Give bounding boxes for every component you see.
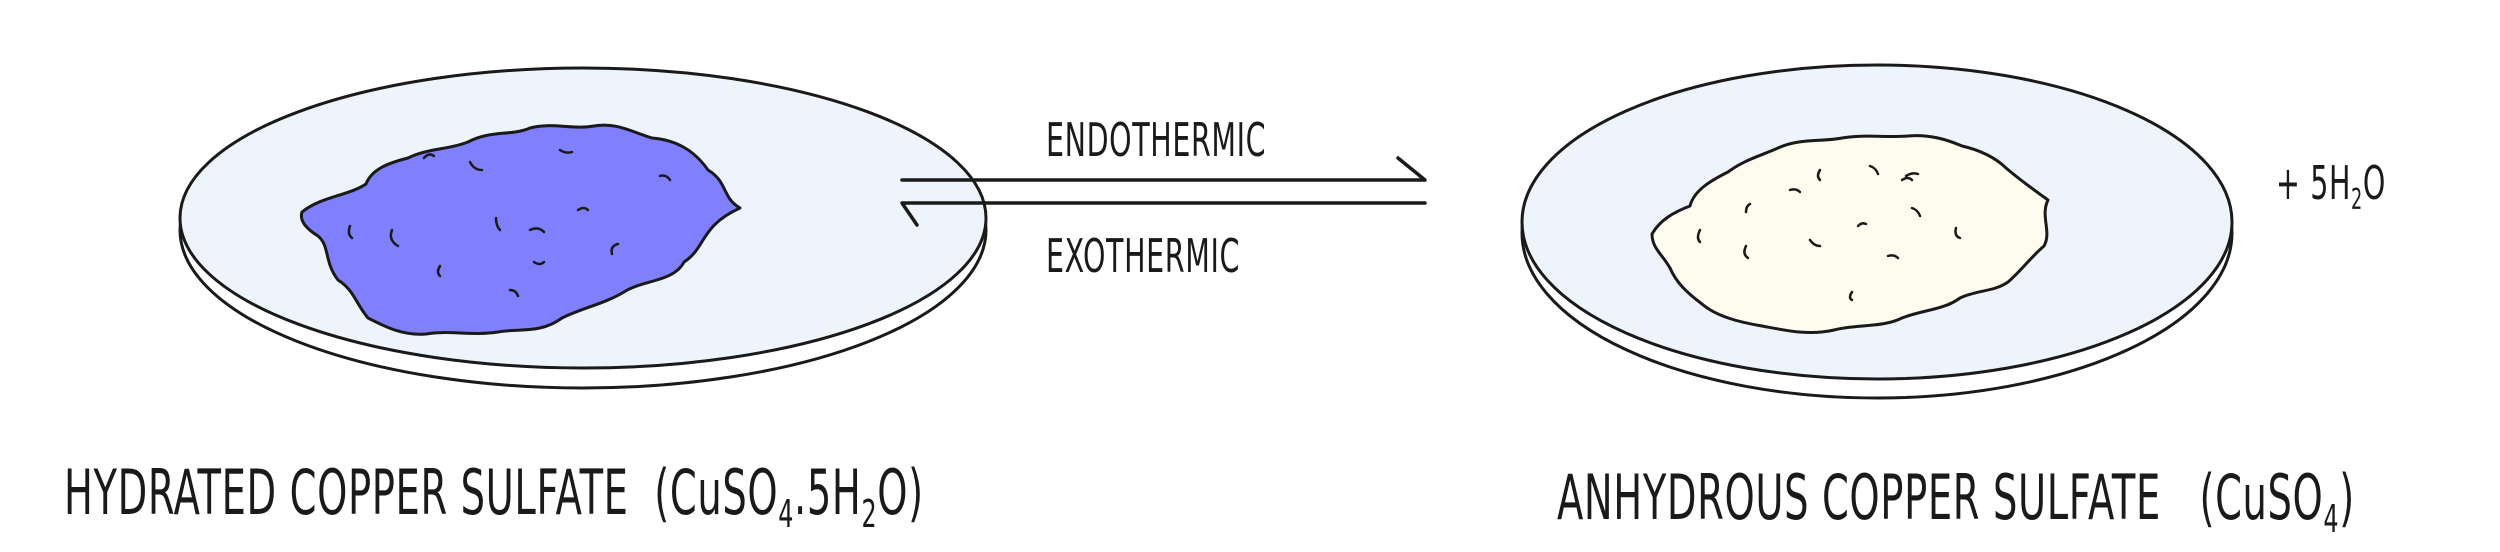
- hydrated-formula-close: O): [877, 456, 924, 529]
- hydrated-name: HYDRATED COPPER SULFATE: [64, 456, 629, 529]
- water-suffix: O: [2362, 156, 2386, 210]
- reverse-arrow: [900, 201, 1427, 227]
- hydrated-label: HYDRATED COPPER SULFATE (CuSO4.5H2O): [64, 456, 924, 538]
- anhydrous-formula: (CuSO4): [2199, 461, 2355, 543]
- anhydrous-label: ANHYDROUS COPPER SULFATE (CuSO4): [1557, 461, 2355, 543]
- anhydrous-name: ANHYDROUS COPPER SULFATE: [1557, 461, 2161, 534]
- equilibrium-arrows: [900, 156, 1427, 227]
- anhydrous-speckles: [1696, 164, 1962, 302]
- anhydrous-powder: [1650, 134, 2050, 335]
- anhydrous-formula-close: ): [2339, 461, 2355, 534]
- hydrated-formula-sub-4: 4: [778, 492, 795, 538]
- water-prefix: + 5H: [2276, 156, 2352, 210]
- hydrated-dish: [178, 66, 988, 390]
- hydrated-formula-mid: .5H: [794, 456, 862, 529]
- hydrated-speckles: [347, 148, 672, 298]
- anhydrous-formula-open: (CuSO: [2199, 461, 2324, 534]
- anhydrous-formula-sub-4: 4: [2323, 497, 2340, 543]
- hydrated-powder: [299, 123, 742, 336]
- water-product: + 5H2O: [2276, 155, 2386, 218]
- hydrated-formula-sub-2: 2: [861, 492, 878, 538]
- hydrated-formula: (CuSO4.5H2O): [654, 456, 924, 538]
- exothermic-label: EXOTHERMIC: [1046, 229, 1241, 283]
- hydrated-formula-open: (CuSO: [654, 456, 779, 529]
- water-subscript: 2: [2351, 182, 2363, 216]
- anhydrous-dish: [1520, 63, 2234, 400]
- endothermic-label: ENDOTHERMIC: [1046, 113, 1267, 167]
- forward-arrow: [900, 156, 1427, 182]
